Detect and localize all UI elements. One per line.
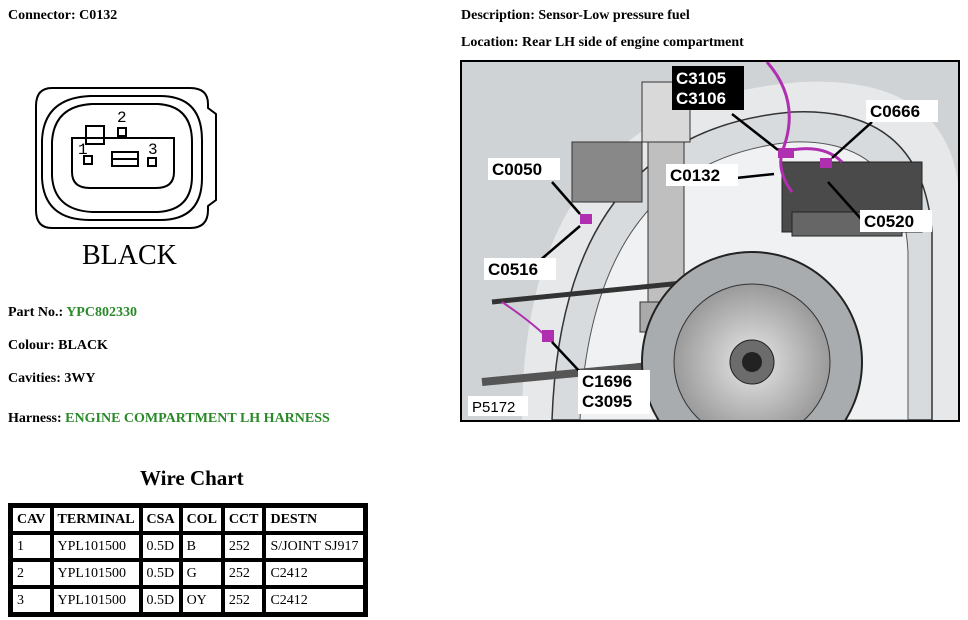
callout-c3095: C3095	[582, 392, 632, 411]
column-header: TERMINAL	[51, 506, 141, 533]
callout-c0520: C0520	[864, 212, 914, 231]
connector-body	[41, 95, 203, 221]
connector-location-illustration: C3105 C3106 C0666 C0050 C0132 C0520 C051…	[460, 60, 960, 422]
description: Description: Sensor-Low pressure fuel	[461, 8, 690, 23]
cell-cct: 252	[222, 560, 265, 587]
cell-csa: 0.5D	[140, 533, 181, 560]
column-header: CAV	[11, 506, 52, 533]
cell-terminal: YPL101500	[51, 533, 141, 560]
table-row: 2 YPL101500 0.5D G 252 C2412	[11, 560, 365, 587]
wire-chart-table: CAV TERMINAL CSA COL CCT DESTN 1 YPL1015…	[8, 503, 368, 617]
figure-id: P5172	[472, 399, 515, 416]
harness-label: Harness:	[8, 411, 66, 426]
column-header: COL	[180, 506, 223, 533]
engine-bay-illustration: C3105 C3106 C0666 C0050 C0132 C0520 C051…	[462, 62, 958, 420]
connector-outer-shell	[35, 87, 217, 229]
connector-id: Connector: C0132	[8, 8, 118, 23]
cell-cav: 1	[11, 533, 52, 560]
harness: Harness: ENGINE COMPARTMENT LH HARNESS	[8, 411, 330, 427]
callout-c0132: C0132	[670, 166, 720, 185]
part-number: Part No.: YPC802330	[8, 305, 137, 321]
cell-cct: 252	[222, 533, 265, 560]
cell-col: G	[180, 560, 223, 587]
column-header: CSA	[140, 506, 181, 533]
pin-3	[147, 157, 157, 167]
cell-cav: 3	[11, 587, 52, 614]
wire-chart-title: Wire Chart	[140, 466, 244, 490]
location: Location: Rear LH side of engine compart…	[461, 35, 744, 50]
callout-c3106: C3106	[676, 89, 726, 108]
table-row: 1 YPL101500 0.5D B 252 S/JOINT SJ917	[11, 533, 365, 560]
column-header: DESTN	[264, 506, 365, 533]
pin-1	[83, 155, 93, 165]
part-number-label: Part No.:	[8, 305, 67, 320]
cell-destn: C2412	[264, 587, 365, 614]
cell-cct: 252	[222, 587, 265, 614]
connector-face-diagram: 1 2 3 BLACK	[35, 87, 217, 271]
cell-terminal: YPL101500	[51, 560, 141, 587]
harness-value[interactable]: ENGINE COMPARTMENT LH HARNESS	[65, 411, 330, 426]
cell-destn: C2412	[264, 560, 365, 587]
callout-c3105: C3105	[676, 69, 726, 88]
cell-cav: 2	[11, 560, 52, 587]
pin-2	[117, 127, 127, 137]
cell-terminal: YPL101500	[51, 587, 141, 614]
cell-destn: S/JOINT SJ917	[264, 533, 365, 560]
cell-col: OY	[180, 587, 223, 614]
callout-c0666: C0666	[870, 102, 920, 121]
pin-label-1: 1	[78, 141, 88, 159]
connector-color-label: BLACK	[82, 240, 177, 271]
connector-key	[85, 125, 105, 145]
cavities: Cavities: 3WY	[8, 371, 96, 386]
column-header: CCT	[222, 506, 265, 533]
connector-cavity-area	[71, 137, 175, 189]
callout-c0516: C0516	[488, 260, 538, 279]
table-header-row: CAV TERMINAL CSA COL CCT DESTN	[11, 506, 365, 533]
cell-col: B	[180, 533, 223, 560]
connector-inner-face	[51, 103, 193, 213]
pin-label-3: 3	[148, 141, 158, 159]
cell-csa: 0.5D	[140, 560, 181, 587]
table-row: 3 YPL101500 0.5D OY 252 C2412	[11, 587, 365, 614]
pin-label-2: 2	[117, 109, 127, 127]
callout-c1696: C1696	[582, 372, 632, 391]
part-number-value[interactable]: YPC802330	[66, 305, 137, 320]
colour: Colour: BLACK	[8, 338, 108, 353]
cell-csa: 0.5D	[140, 587, 181, 614]
callout-c0050: C0050	[492, 160, 542, 179]
